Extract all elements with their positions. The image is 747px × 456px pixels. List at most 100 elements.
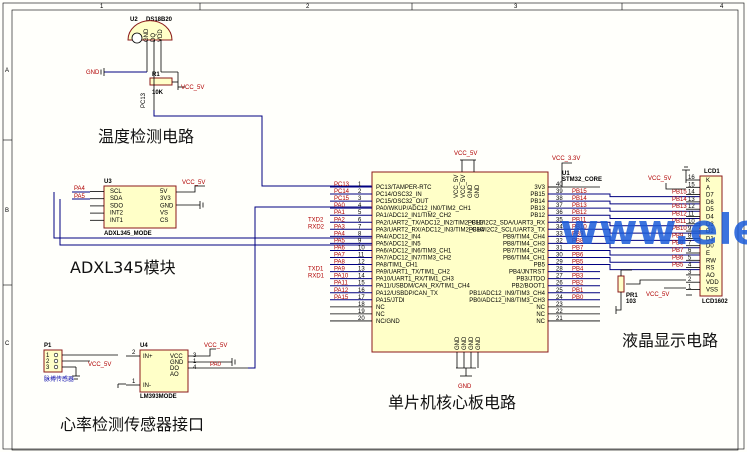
- mcu-right-net: PB4: [572, 267, 584, 273]
- pr1-ref: PR1: [626, 293, 638, 299]
- mcu-left-pin: PC15/OSC32_OUT: [376, 199, 429, 205]
- mcu-top-pin: VCC_5V: [454, 175, 460, 198]
- mcu-left-pin: PC14/OSC32_IN: [376, 192, 422, 198]
- adxl345-right-pin: 3V3: [160, 196, 171, 202]
- mcu-right-pin: PB10/I2C2_SCL/UART3_TX: [469, 227, 545, 233]
- mcu-lcd-bus-wire: [600, 249, 700, 256]
- mcu-left-pin: NC: [376, 312, 385, 318]
- lcd-net: PB9: [672, 233, 684, 239]
- mcu-right-pin: PB9/TIM4_CH4: [503, 234, 546, 240]
- lcd-pin: D1: [706, 236, 714, 242]
- mcu-top-pin: GND: [475, 184, 481, 198]
- heart-section-label: 心率检测传感器接口: [60, 415, 204, 434]
- lcd-pin-num: 16: [688, 175, 695, 181]
- mcu-right-pin: NC: [536, 319, 545, 325]
- mcu-left-net: PA6: [334, 245, 346, 251]
- u4-ref: U4: [140, 343, 148, 349]
- mcu-right-pin: NC: [536, 312, 545, 318]
- mcu-right-num: 22: [556, 309, 563, 315]
- mcu-right-num: 27: [556, 274, 563, 280]
- ds18b20-ref: U2: [130, 17, 138, 23]
- lcd-ref: LCD1: [704, 169, 720, 175]
- mcu-right-num: 40: [556, 182, 563, 188]
- mcu-right-net: PB7: [572, 245, 584, 251]
- mcu-lcd-bus-wire: [600, 207, 700, 212]
- adxl345-left-pin: SCL: [110, 189, 122, 195]
- mcu-left-num: 8: [358, 231, 362, 237]
- mcu-right-pin: PB13: [530, 206, 545, 212]
- mcu-left-pin: PA15/JTDI: [376, 298, 405, 304]
- ds18b20-value: DS18B20: [146, 17, 173, 23]
- lcd-pin: VDD: [706, 280, 719, 286]
- mcu-left-pin: PA2/UART2_TX/ADC12_IN2/TIM2_CH3: [376, 220, 484, 226]
- lcd-value: LCD1602: [702, 299, 728, 305]
- lcd-net: PB11: [672, 219, 687, 225]
- mcu-right-net: PB10: [572, 224, 587, 230]
- mcu-right-pin: PB4/JNTRST: [509, 270, 545, 276]
- lcd-net: PB15: [672, 190, 687, 196]
- mcu-right-num: 26: [556, 281, 563, 287]
- mcu-left-num: 19: [358, 309, 365, 315]
- mcu-left-net: PA2: [334, 217, 346, 223]
- adxl345-vcc-label: VCC_5V: [182, 180, 205, 186]
- r1-ref: R1: [152, 72, 160, 78]
- mcu-right-num: 23: [556, 302, 563, 308]
- adxl345-value: ADXL345_MODE: [104, 231, 152, 237]
- mcu-right-pin: PB6/TIM4_CH1: [503, 256, 546, 262]
- mcu-left-num: 9: [358, 238, 362, 244]
- sheet-row-c: C: [5, 341, 10, 347]
- mcu-left-num: 14: [358, 274, 365, 280]
- mcu-right-num: 25: [556, 288, 563, 294]
- mcu-left-num: 20: [358, 316, 365, 322]
- pr1-potentiometer: [617, 275, 625, 293]
- mcu-left-net: PA1: [334, 210, 346, 216]
- mcu-right-pin: PB11/I2C2_SDA/UART3_RX: [468, 220, 545, 226]
- lcd-pin: RS: [706, 266, 714, 272]
- lcd-pin-num: 8: [688, 233, 692, 239]
- sheet-column-2: 2: [306, 4, 310, 10]
- mcu-right-net: PB5: [572, 260, 584, 266]
- mcu-right-net: PB0: [572, 295, 584, 301]
- mcu-left-pin: PA6/ADC12_IN6/TIM3_CH1: [376, 248, 452, 254]
- p1-pin-3: 3: [46, 365, 50, 371]
- mcu-right-net: PB2: [572, 281, 584, 287]
- adxl345-right-pin: 5V: [160, 189, 167, 195]
- adxl345-body: [103, 185, 177, 229]
- lcd-pin: VSS: [706, 288, 718, 294]
- mcu-right-net: PB13: [572, 203, 587, 209]
- mcu-right-net: PB12: [572, 210, 587, 216]
- lcd-pin-num: 7: [688, 241, 692, 247]
- lcd-vcc-label: VCC_5V: [648, 176, 671, 182]
- mcu-right-num: 30: [556, 253, 563, 259]
- mcu-right-num: 35: [556, 217, 563, 223]
- mcu-left-net: PC14: [334, 189, 350, 195]
- mcu-left-net: PA9: [334, 267, 346, 273]
- u4-right-pin: DO: [170, 366, 179, 372]
- mcu-left-pin: PA1/ADC12_IN1/TIM2_CH2: [376, 213, 452, 219]
- mcu-top-pin: GND: [468, 184, 474, 198]
- lcd-net: PB13: [672, 204, 687, 210]
- lcd-pin: D0: [706, 244, 714, 250]
- mcu-lcd-bus-wire: [600, 242, 700, 249]
- adxl345-left-pin: INT2: [110, 211, 124, 217]
- mcu-right-net: PB1: [572, 288, 584, 294]
- mcu-right-pin: PB2/BOOT1: [512, 284, 546, 290]
- mcu-right-net: PB9: [572, 231, 584, 237]
- lcd-pin: D5: [706, 207, 714, 213]
- mcu-right-net: PB14: [572, 196, 587, 202]
- u4-left-num-2: 2: [132, 350, 136, 356]
- mcu-left-net: PA11: [334, 281, 348, 287]
- p1-value: 脉搏传感器: [44, 375, 74, 383]
- lcd-section-label: 液晶显示电路: [622, 331, 718, 350]
- adxl345-ref: U3: [104, 179, 112, 185]
- lcd-pin-num: 11: [688, 212, 695, 218]
- mcu-left-num: 17: [358, 295, 365, 301]
- mcu-left-extra: RXD1: [308, 274, 325, 280]
- lcd-pin: RW: [706, 258, 716, 264]
- p1-ref: P1: [44, 343, 52, 349]
- p1-pin-1: 1: [46, 353, 50, 359]
